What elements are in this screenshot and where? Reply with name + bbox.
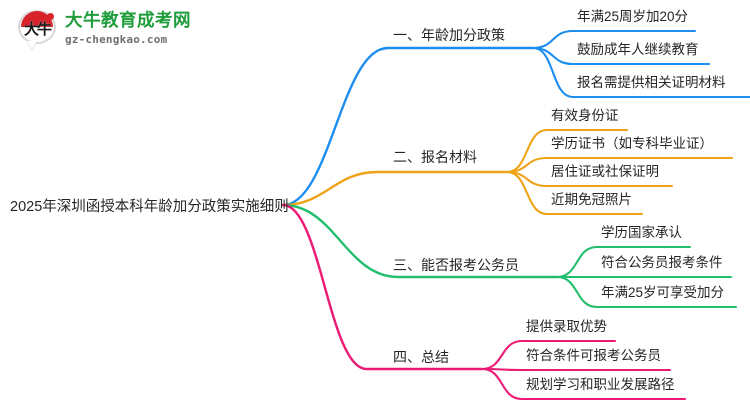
logo-red-arc-shape xyxy=(21,11,53,27)
leaf-node-label[interactable]: 近期免冠照片 xyxy=(551,192,632,207)
branch-connector xyxy=(281,203,484,371)
leaf-node-label[interactable]: 居住证或社保证明 xyxy=(551,164,659,179)
logo-mark-text: 大牛 xyxy=(23,19,52,38)
branch-connector xyxy=(281,46,535,207)
logo-bubble-icon: 大牛 xyxy=(18,9,58,49)
leaf-connector xyxy=(480,367,687,401)
leaf-node-label[interactable]: 规划学习和职业发展路径 xyxy=(526,377,675,392)
brand-url: gz-chengkao.com xyxy=(65,33,168,47)
leaf-node-label[interactable]: 报名需提供相关证明材料 xyxy=(577,75,726,90)
leaf-node-label[interactable]: 有效身份证 xyxy=(551,108,619,123)
branch-node-label[interactable]: 四、总结 xyxy=(393,349,449,365)
leaf-connector xyxy=(505,128,629,174)
site-watermark-logo: 大牛 大牛教育成考网 gz-chengkao.com xyxy=(18,6,204,52)
branch-connector xyxy=(281,203,559,279)
leaf-node-label[interactable]: 学历国家承认 xyxy=(601,224,682,240)
leaf-node-label[interactable]: 鼓励成年人继续教育 xyxy=(577,42,699,57)
logo-wordmark: 大牛教育成考网 gz-chengkao.com xyxy=(65,10,191,47)
mindmap-connectors xyxy=(281,29,750,401)
root-node-label[interactable]: 2025年深圳函授本科年龄加分政策实施细则 xyxy=(10,198,289,215)
brand-name: 大牛教育成考网 xyxy=(65,10,191,31)
branch-connector xyxy=(281,170,509,207)
leaf-connector xyxy=(531,29,697,50)
branch-node-label[interactable]: 三、能否报考公务员 xyxy=(393,257,519,273)
logo-dot-shape xyxy=(47,13,54,20)
leaf-node-label[interactable]: 年满25周岁加20分 xyxy=(577,9,688,24)
leaf-node-label[interactable]: 符合公务员报考条件 xyxy=(601,254,723,270)
leaf-node-label[interactable]: 学历证书（如专科毕业证） xyxy=(551,136,713,151)
leaf-node-label[interactable]: 提供录取优势 xyxy=(526,319,607,334)
speech-bubble-tail xyxy=(27,41,37,49)
mindmap-labels: 2025年深圳函授本科年龄加分政策实施细则 一、年龄加分政策 年满25周岁加20分… xyxy=(10,9,726,392)
leaf-connector xyxy=(480,367,672,372)
branch-node-label[interactable]: 二、报名材料 xyxy=(393,149,477,165)
leaf-connector xyxy=(531,46,750,99)
branch-node-label[interactable]: 一、年龄加分政策 xyxy=(393,27,505,43)
leaf-node-label[interactable]: 年满25岁可享受加分 xyxy=(601,284,724,300)
leaf-connector xyxy=(505,170,644,216)
leaf-connector xyxy=(555,275,738,309)
leaf-node-label[interactable]: 符合条件可报考公务员 xyxy=(526,347,661,363)
